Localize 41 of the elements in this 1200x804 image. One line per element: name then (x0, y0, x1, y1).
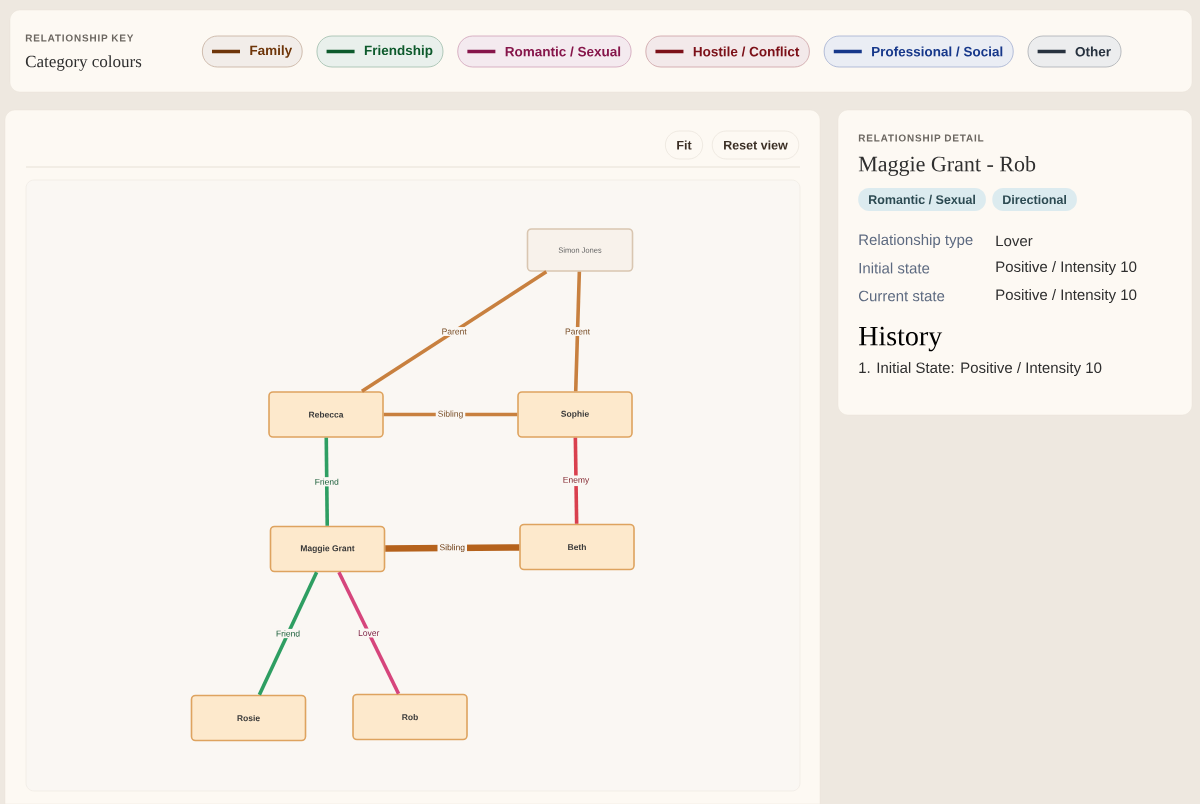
field-value: Positive / Intensity 10 (996, 289, 1137, 303)
tag-chip: Romantic / Sexual (858, 188, 986, 211)
pill-button: Reset view (712, 130, 800, 160)
field-value: Lover (996, 235, 1033, 247)
person-box: Rosie (190, 694, 307, 742)
edge-label: Parent (439, 327, 469, 336)
person-box: Beth (519, 523, 635, 571)
section-label: RELATIONSHIP DETAIL (858, 134, 984, 142)
legend-pill: Hostile / Conflict (645, 35, 810, 68)
person-box: Sophie (517, 391, 633, 438)
edge-label: Friend (312, 477, 341, 487)
edge-label: Friend (273, 628, 303, 639)
connector-line (573, 437, 579, 524)
connector-line (337, 571, 401, 695)
field-value: Positive / Intensity 10 (996, 261, 1137, 275)
history-item: 1. Initial State: Positive / Intensity 10 (859, 362, 1102, 376)
field-label: Initial state (859, 262, 930, 274)
edge-label: Parent (563, 327, 593, 336)
edge-label: Sibling (435, 409, 466, 420)
pill-button: Fit (665, 130, 703, 160)
person-box: Rebecca (268, 391, 384, 438)
legend-pill: Professional / Social (823, 35, 1014, 68)
person-box: Rob (352, 693, 468, 741)
connector-line (257, 571, 319, 696)
panel-heading: Category colours (25, 55, 142, 71)
connector-line (324, 437, 330, 526)
panel-heading: Maggie Grant - Rob (858, 156, 1036, 176)
person-box: Maggie Grant (269, 525, 386, 573)
legend-pill: Friendship (316, 35, 444, 68)
edge-label: Sibling (437, 542, 467, 554)
section-label: RELATIONSHIP KEY (25, 34, 134, 42)
connector-line (360, 270, 548, 393)
connector-line (573, 271, 582, 392)
field-label: Current state (859, 290, 945, 302)
legend-pill: Romantic / Sexual (457, 35, 632, 68)
edge-label: Lover (356, 628, 382, 638)
field-label: Relationship type (859, 234, 973, 248)
history-heading: History (859, 326, 943, 352)
edge-label: Enemy (560, 475, 592, 487)
tag-chip: Directional (992, 188, 1077, 211)
legend-pill: Family (202, 35, 303, 68)
